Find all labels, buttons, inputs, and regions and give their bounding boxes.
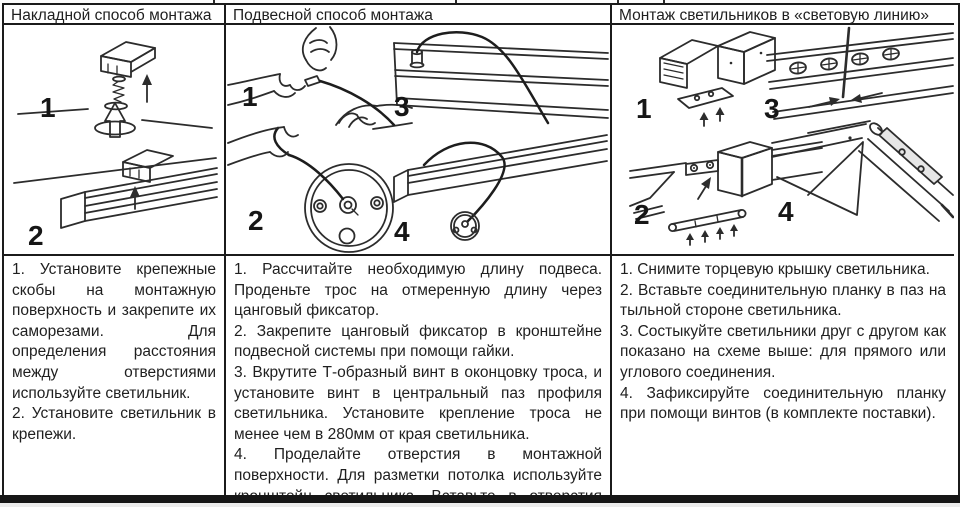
- crop-tick-mark: [213, 0, 215, 3]
- profile-cable-plate-drawing: [393, 134, 608, 241]
- crop-tick-mark: [617, 0, 619, 3]
- scan-crop-bar: [0, 495, 960, 503]
- corner-joint-drawing: [771, 120, 954, 222]
- instruction-step: 4. Зафиксируйте соединительную планку пр…: [620, 384, 946, 423]
- figure-number: 4: [778, 196, 794, 227]
- header-label: Накладной способ монтажа: [11, 7, 212, 24]
- suspended-mount-drawings: 1 2 3 4: [227, 26, 609, 253]
- column-header-light-line: Монтаж светильников в «световую линию»: [612, 5, 954, 25]
- figures-suspended-mount: 1 2 3 4: [226, 25, 612, 256]
- header-label: Монтаж светильников в «световую линию»: [619, 7, 929, 24]
- scan-bottom-edge: [0, 503, 960, 507]
- instruction-step: 2. Установите светильник в крепежи.: [12, 405, 216, 443]
- instructions-light-line: 1. Снимите торцевую крышку светильника. …: [612, 256, 954, 507]
- clip-screw-anchor-drawing: [17, 41, 213, 138]
- instruction-step: 2. Закрепите цанговый фиксатор в кронште…: [234, 322, 602, 361]
- instruction-step: 1. Снимите торцевую крышку светильника.: [620, 261, 930, 278]
- figure-number: 2: [28, 220, 44, 251]
- light-line-drawings: 1 2 3 4: [629, 26, 954, 246]
- instruction-step: 3. Состыкуйте светильники друг с другом …: [620, 322, 946, 381]
- instructions-surface-mount: 1. Установите крепежные скобы на монтажн…: [4, 256, 226, 507]
- instructions-suspended-mount: 1. Рассчитайте необходимую длину подвеса…: [226, 256, 612, 507]
- instruction-table: Накладной способ монтажа Подвесной спосо…: [2, 3, 960, 507]
- straight-joint-drawing: [766, 26, 954, 120]
- instruction-step: 2. Вставьте соединительную планку в паз …: [620, 281, 946, 320]
- surface-mount-drawings: 1 2: [13, 41, 218, 251]
- figure-number: 1: [636, 93, 652, 124]
- profile-into-clip-drawing: [13, 149, 218, 229]
- figure-number: 1: [40, 92, 56, 123]
- instruction-step: 3. Вкрутите Т-образный винт в оконцовку …: [234, 363, 602, 443]
- end-cap-removal-drawing: [659, 31, 776, 127]
- header-label: Подвесной способ монтажа: [233, 7, 433, 24]
- column-header-surface-mount: Накладной способ монтажа: [4, 5, 226, 25]
- canopy-collet-drawing: [227, 126, 394, 253]
- hands-threading-cable-drawing: [227, 26, 413, 130]
- instruction-step: 1. Установите крепежные скобы на монтажн…: [12, 261, 216, 402]
- figure-number: 1: [242, 81, 258, 112]
- figure-number: 4: [394, 216, 410, 247]
- column-header-suspended-mount: Подвесной способ монтажа: [226, 5, 612, 25]
- crop-tick-mark: [455, 0, 457, 3]
- figure-number: 3: [394, 91, 410, 122]
- figures-light-line: 1 2 3 4: [612, 25, 954, 256]
- figure-number: 2: [634, 199, 650, 230]
- crop-tick-mark: [663, 0, 665, 3]
- instruction-step: 1. Рассчитайте необходимую длину подвеса…: [234, 261, 602, 320]
- figure-number: 3: [764, 93, 780, 124]
- profile-t-bolt-cable-drawing: [393, 30, 609, 125]
- figure-number: 2: [248, 205, 264, 236]
- figures-surface-mount: 1 2: [4, 25, 226, 256]
- connector-strip-drawing: [629, 141, 823, 246]
